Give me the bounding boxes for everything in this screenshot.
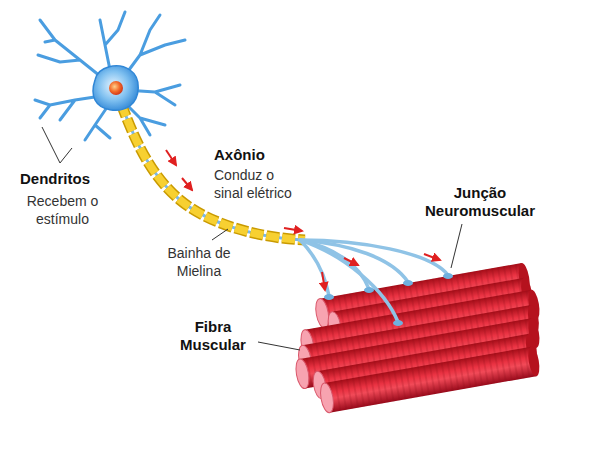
axon-branch [300,240,369,289]
leader-line [212,229,228,240]
fiber-cross-section [318,382,335,414]
label-holder: Conduz o sinal elétrico [214,166,304,202]
part-name: Fibra Muscular [168,318,258,354]
label-holder: Recebem o estímulo [20,192,105,228]
label-holder: Axônio [214,146,304,164]
fiber-cross-section [294,358,311,390]
signal-arrow [344,258,358,265]
terminal [364,287,374,293]
dendrites [35,12,185,140]
part-description: Conduz o sinal elétrico [214,166,304,202]
myelin-outline [122,106,305,240]
nucleus [109,81,123,95]
leader-lines [42,127,462,350]
axon-branch [300,240,448,275]
muscle-fiber [318,346,541,414]
label-holder: Junção Neuromuscular [418,184,542,220]
synaptic-terminals [324,273,453,326]
part-name: Junção Neuromuscular [418,184,542,220]
signal-arrow [166,150,176,165]
fiber-striation [324,347,536,413]
label-holder: Bainha de Mielina [156,244,242,280]
part-description: Recebem o estímulo [20,192,105,228]
leader-line [451,224,462,268]
axon-core [122,106,305,240]
label-holder: Dendritos [20,170,110,188]
myelin-sheath [122,106,305,240]
signal-arrow [284,228,302,231]
fiber-end [526,346,541,377]
signal-arrow [182,178,192,190]
terminal [403,280,413,286]
axon-branch [300,240,398,322]
signal-arrow [424,254,440,260]
part-name: Axônio [214,146,304,164]
terminal [443,273,453,279]
leader-line [258,342,300,350]
muscle-fiber-bundle [284,261,551,417]
terminal [393,320,403,326]
label-holder: Fibra Muscular [168,318,258,354]
cell-body [93,66,138,110]
terminal [324,294,334,300]
part-name: Dendritos [20,170,110,188]
dendrite-bracket [42,127,72,163]
part-name: Bainha de Mielina [156,244,242,280]
axon-terminals [300,240,448,322]
fiber-body [324,347,536,413]
signal-arrow [322,272,325,290]
